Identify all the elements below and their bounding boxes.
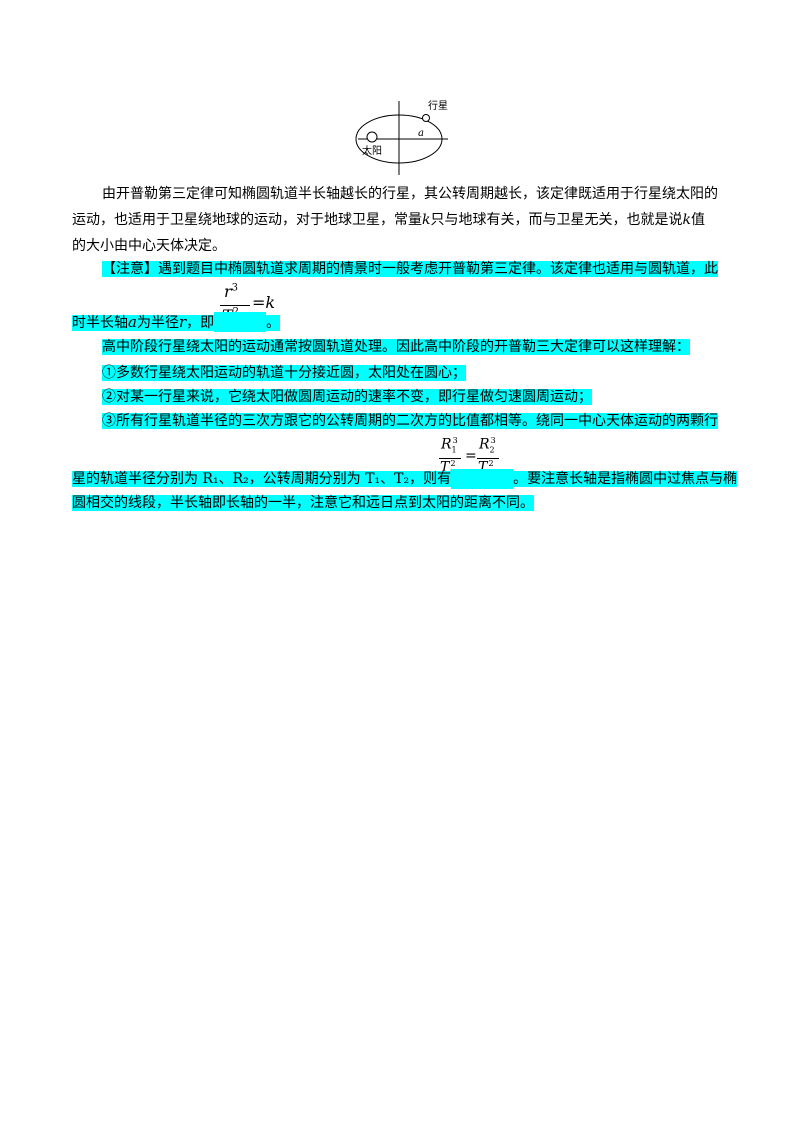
formula-numerator: r3 xyxy=(224,282,239,301)
fraction-bar-1 xyxy=(439,458,461,459)
formula-rhs: =k xyxy=(252,293,276,312)
note-line1: 【注意】遇到题目中椭圆轨道求周期的情景时一般考虑开普勒第三定律。该定律也适用与圆… xyxy=(102,261,718,277)
k-var: k xyxy=(422,212,431,228)
hs-intro: 高中阶段行星绕太阳的运动通常按圆轨道处理。因此高中阶段的开普勒三大定律可以这样理… xyxy=(102,339,690,355)
hs-line5: 圆相交的线段，半长轴即长轴的一半，注意它和远日点到太阳的距离不同。 xyxy=(72,495,534,511)
hs-item2: ②对某一行星来说，它绕太阳做圆周运动的速率不变，即行星做匀速圆周运动； xyxy=(102,389,592,405)
planet-label: 行星 xyxy=(428,99,448,112)
planet-circle xyxy=(422,114,430,122)
a-var: a xyxy=(128,313,137,331)
hs-item3: ③所有行星轨道半径的三次方跟它的公转周期的二次方的比值都相等。绕同一中心天体运动… xyxy=(102,413,718,429)
hs-item1: ①多数行星绕太阳运动的轨道十分接近圆，太阳处在圆心； xyxy=(102,365,466,381)
sun-label: 太阳 xyxy=(362,144,382,157)
para1-line3: 的大小由中心天体决定。 xyxy=(72,238,226,254)
note-line2: 时半长轴a为半径r，即。 xyxy=(72,312,281,332)
semi-major-label: a xyxy=(418,128,424,139)
formula-R2: R23 xyxy=(479,436,496,455)
hs-line4: 星的轨道半径分别为 R₁、R₂，公转周期分别为 T₁、T₂，则有。要注意长轴是指… xyxy=(72,469,738,489)
para1-line2: 运动，也适用于卫星绕地球的运动，对于地球卫星，常量k只与地球有关，而与卫星无关，… xyxy=(72,212,705,228)
orbit-diagram: 行星 a 太阳 xyxy=(355,99,448,175)
formula-equals: = xyxy=(465,448,477,464)
sun-circle xyxy=(366,131,378,143)
para1-line1: 由开普勒第三定律可知椭圆轨道半长轴越长的行星，其公转周期越长，该定律既适用于行星… xyxy=(102,186,718,202)
formula-R1: R13 xyxy=(441,436,458,455)
k-var-2: k xyxy=(682,212,691,228)
fraction-bar xyxy=(220,305,250,306)
fraction-bar-2 xyxy=(477,458,499,459)
r-var: r xyxy=(178,313,187,331)
orbit-ellipse xyxy=(355,114,443,164)
